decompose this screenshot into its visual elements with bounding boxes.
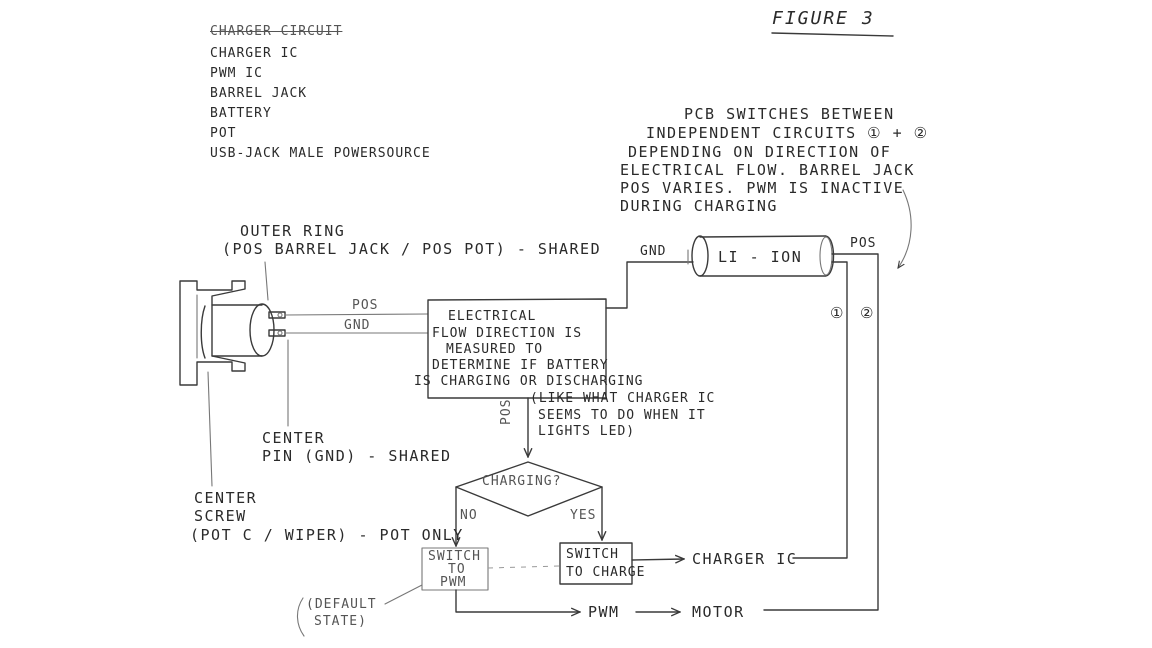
- barrel-jack-drawing: [179, 280, 286, 386]
- electrical-box-line: IS CHARGING OR DISCHARGING: [414, 374, 644, 389]
- title-underline: [771, 32, 894, 37]
- switch-charge-box: [559, 542, 633, 585]
- pcb-note-line: DEPENDING ON DIRECTION OF: [628, 143, 892, 161]
- decision-no-label: NO: [460, 508, 478, 523]
- electrical-box-line: FLOW DIRECTION IS: [432, 326, 583, 341]
- down-wire-pos-label: POS: [499, 398, 514, 425]
- electrical-box-line: MEASURED TO: [446, 342, 544, 357]
- default-state-label: (DEFAULT: [306, 597, 377, 612]
- electrical-note-line: LIGHTS LED): [538, 424, 636, 439]
- pcb-note-line: INDEPENDENT CIRCUITS ① + ②: [646, 124, 929, 142]
- switch-pwm-box: [421, 547, 489, 591]
- pos-wire-label: POS: [352, 298, 379, 313]
- electrical-note-line: (LIKE WHAT CHARGER IC: [530, 391, 716, 406]
- pcb-note-line: POS VARIES. PWM IS INACTIVE: [620, 179, 905, 197]
- pos-wire: [284, 313, 429, 316]
- electrical-note-line: SEEMS TO DO WHEN IT: [538, 408, 706, 423]
- decision-diamond: [455, 461, 603, 517]
- switch-pwm-label: TO: [448, 562, 466, 577]
- decision-yes-label: YES: [570, 508, 597, 523]
- center-screw-label: CENTER: [194, 489, 258, 507]
- default-state-label: STATE): [314, 614, 367, 629]
- decision-label: CHARGING?: [482, 474, 562, 489]
- parts-list-item: USB-JACK MALE POWERSOURCE: [210, 146, 431, 161]
- switch-pwm-label: PWM: [440, 575, 467, 590]
- electrical-box-outline: [427, 298, 607, 399]
- switch-charge-label: SWITCH: [566, 547, 619, 562]
- charger-ic-output: CHARGER IC: [692, 550, 798, 568]
- center-screw-leader: [207, 371, 213, 487]
- center-screw-label: SCREW: [194, 507, 247, 525]
- parts-list-item: BATTERY: [210, 106, 272, 121]
- pcb-note-line: DURING CHARGING: [620, 197, 778, 215]
- charge-to-charger-ic-arrow: [631, 559, 684, 560]
- parts-list-item: CHARGER IC: [210, 46, 299, 61]
- gnd-wire-label: GND: [344, 318, 371, 333]
- parts-list-heading: CHARGER CIRCUIT: [210, 24, 343, 39]
- battery-label: LI - ION: [718, 248, 803, 266]
- switch-to-pwm-arrow: [455, 589, 580, 612]
- electrical-box-line: DETERMINE IF BATTERY: [432, 358, 609, 373]
- battery-gnd-label: GND: [640, 244, 667, 259]
- pcb-note-line: ELECTRICAL FLOW. BARREL JACK: [620, 161, 915, 179]
- center-screw-detail: (POT C / WIPER) - POT ONLY: [190, 526, 464, 544]
- box-to-battery-wire: [605, 261, 694, 309]
- outer-ring-label: OUTER RING: [240, 222, 346, 240]
- switch-link: [487, 565, 561, 569]
- switch-charge-label: TO CHARGE: [566, 565, 646, 580]
- parts-list-item: BARREL JACK: [210, 86, 308, 101]
- center-pin-detail: PIN (GND) - SHARED: [262, 447, 452, 465]
- note-pointer: [898, 189, 912, 268]
- circuit-2-wire: [763, 253, 879, 611]
- circuit-1-marker: ①: [830, 304, 845, 322]
- outer-ring-detail: (POS BARREL JACK / POS POT) - SHARED: [222, 240, 602, 258]
- parts-list-item: POT: [210, 126, 237, 141]
- circuit-2-marker: ②: [860, 304, 875, 322]
- motor-output: MOTOR: [692, 603, 745, 621]
- parts-list-item: PWM IC: [210, 66, 263, 81]
- pcb-note-line: PCB SWITCHES BETWEEN: [684, 105, 895, 123]
- figure-title: FIGURE 3: [772, 8, 875, 29]
- battery-drawing: [687, 235, 835, 277]
- switch-pwm-label: SWITCH: [428, 549, 481, 564]
- outer-ring-leader: [264, 261, 269, 301]
- circuit-1-wire: [792, 261, 848, 559]
- pwm-output: PWM: [588, 603, 620, 621]
- default-state-paren: [296, 597, 305, 637]
- center-pin-label: CENTER: [262, 429, 326, 447]
- electrical-box-line: ELECTRICAL: [448, 309, 537, 324]
- default-state-leader: [384, 584, 423, 605]
- battery-pos-label: POS: [850, 236, 877, 251]
